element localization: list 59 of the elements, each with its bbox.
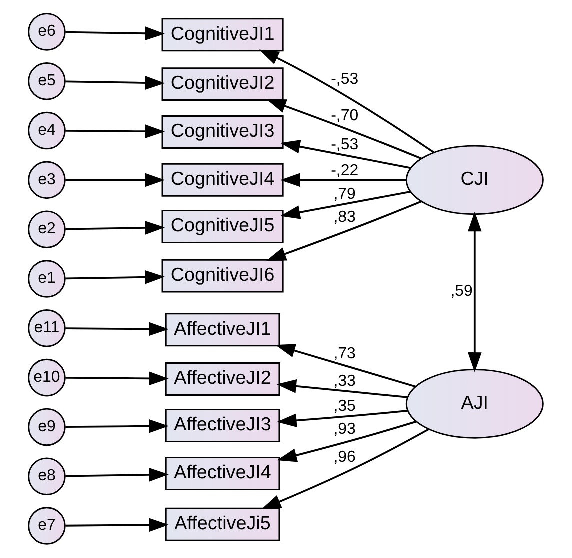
edge-label: ,83 [334,209,356,226]
arrow [266,99,422,160]
node-box: AffectiveJI1 [165,313,280,347]
node-circle: e2 [28,210,66,248]
node-box: AffectiveJI2 [165,362,280,396]
node-box: CognitiveJI5 [162,210,284,244]
node-box: CognitiveJI2 [162,68,284,101]
arrow [66,372,169,386]
arrow [280,191,411,220]
node-box: CognitiveJI1 [162,18,284,52]
node-box: CognitiveJI6 [162,259,284,293]
node-circle: e7 [28,507,66,545]
node-box: AffectiveJI3 [165,409,280,442]
node-circle: e5 [28,62,66,100]
node-circle: e11 [28,310,66,348]
node-circle: e3 [28,161,66,200]
arrow [280,173,406,188]
arrow [277,420,417,462]
edge-label: ,59 [450,283,473,300]
arrow [66,270,166,284]
edge-label: ,79 [334,186,356,203]
node-box: AffectiveJI4 [165,457,280,490]
edge-label: ,33 [334,373,356,390]
edge-label: ,93 [334,421,356,438]
arrow [261,428,430,510]
edge-label: -,53 [331,71,359,88]
arrow [66,26,166,41]
node-circle: e1 [28,260,66,298]
arrow [266,200,422,261]
node-box: CognitiveJI3 [162,116,284,149]
node-box: AffectiveJi5 [165,508,280,542]
node-ellipse: AJI [406,369,544,439]
node-ellipse: CJI [406,145,544,216]
edge-label: -,70 [331,107,359,124]
arrow [280,140,412,170]
arrow [66,124,166,139]
edge-label: ,35 [334,398,356,415]
arrow [66,76,166,90]
edge-label: -,22 [331,162,359,180]
arrow [66,518,169,532]
arrow [66,322,169,336]
arrow [276,380,408,398]
node-circle: e8 [28,458,66,496]
edge-label: ,96 [334,448,356,466]
arrow [468,212,482,372]
node-circle: e9 [28,408,66,446]
edge-label: -,53 [331,136,359,154]
node-circle: e4 [28,112,66,150]
node-circle: e6 [28,13,66,51]
arrow [276,344,416,388]
node-box: CognitiveJI4 [162,163,284,197]
edge-label: ,73 [334,346,356,363]
arrow [66,419,169,434]
arrow [66,221,166,235]
arrow [66,468,169,482]
arrow [277,410,408,428]
node-circle: e10 [28,358,66,397]
arrow [66,173,166,188]
arrow [259,50,434,154]
